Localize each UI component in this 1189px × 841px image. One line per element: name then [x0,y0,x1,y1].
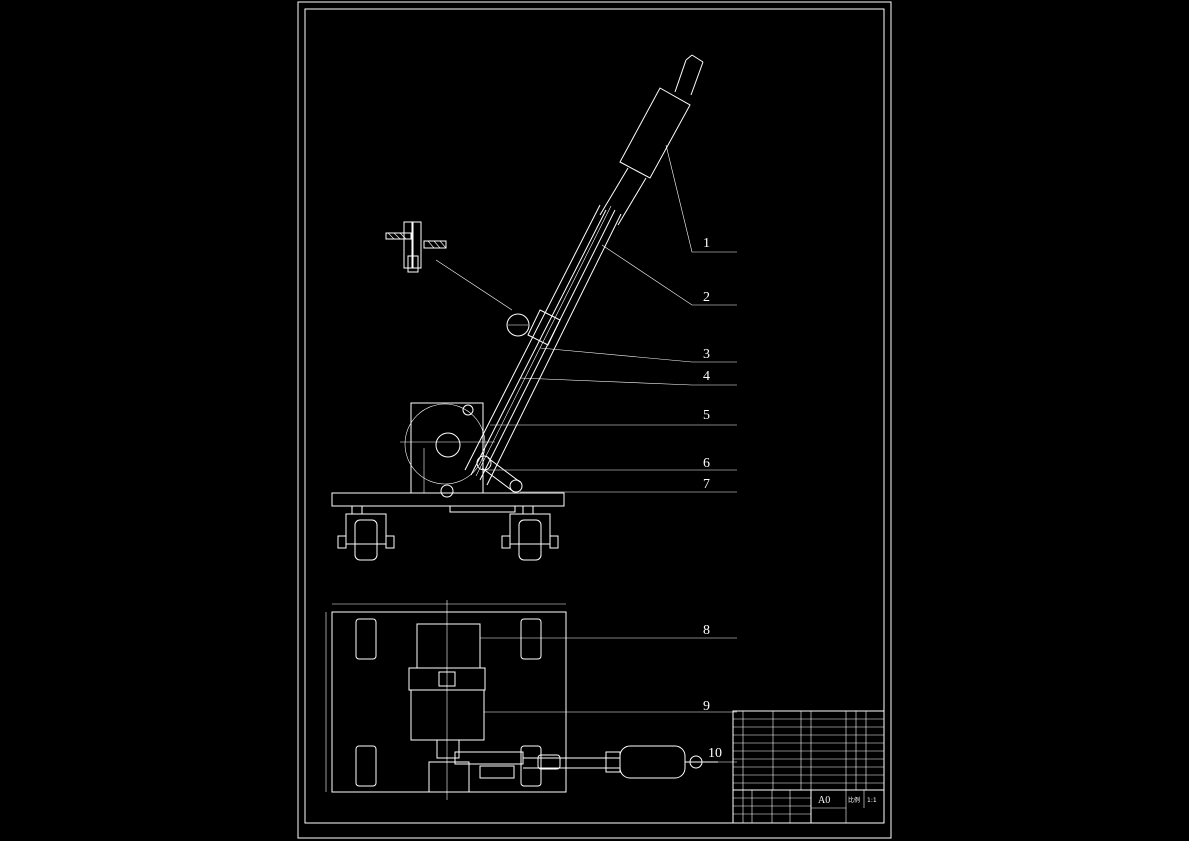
part-label-7: 7 [703,477,710,492]
cylinder-body [619,87,691,179]
motor-box [416,623,481,669]
part-label-3: 3 [703,347,710,362]
leader-lines [480,144,737,763]
scale-label: 比例 [848,796,860,804]
caster-wheel-left [337,505,395,561]
top-view [325,600,718,800]
part-label-6: 6 [703,456,710,471]
part-label-1: 1 [703,236,710,251]
top-plate [331,611,567,793]
turntable-disk [404,403,486,485]
part-label-8: 8 [703,623,710,638]
inner-border [304,8,885,824]
base-plate [331,492,565,507]
outer-border [297,1,892,839]
gearbox [410,689,485,741]
boom-pin [506,313,530,337]
bottom-cylinder [619,745,686,779]
caster-wheel-right [501,505,559,561]
part-label-2: 2 [703,290,710,305]
part-label-9: 9 [703,699,710,714]
part-label-4: 4 [703,369,710,384]
part-label-10: 10 [708,746,722,761]
pin-detail [385,221,447,273]
base-block [410,402,484,494]
side-view [331,54,704,561]
scale-value: 1:1 [867,797,877,804]
sheet-size: A0 [818,795,830,806]
title-block: A0 比例 1:1 [732,710,885,824]
part-label-5: 5 [703,408,710,423]
